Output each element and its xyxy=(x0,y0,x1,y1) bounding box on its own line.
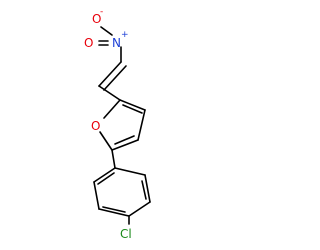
bond-n-o-single xyxy=(100,26,113,36)
bond-c5-o xyxy=(99,131,113,151)
nitro-nitrogen: N xyxy=(112,36,121,50)
bond-benzene-inner-b xyxy=(102,206,126,213)
chlorine: Cl xyxy=(120,227,132,241)
bond-benzene-5 xyxy=(93,181,100,210)
bond-benzene-6 xyxy=(93,167,116,183)
bond-benzene-1 xyxy=(114,167,146,176)
furan-oxygen: O xyxy=(91,119,100,133)
bond-furan-benzene xyxy=(111,149,116,169)
bond-benzene-3 xyxy=(128,201,151,217)
bond-c4-c5-inner xyxy=(114,135,135,145)
nitro-oxygen-charge: - xyxy=(100,7,103,17)
nitro-oxygen-charged: O xyxy=(92,12,101,26)
bond-vinyl-double-a xyxy=(98,61,122,87)
bond-c4-c5 xyxy=(111,139,139,151)
bond-c2-c3-inner xyxy=(122,104,143,114)
nitro-oxygen-double: O xyxy=(84,36,93,50)
bond-c2-c3 xyxy=(119,99,146,111)
bond-benzene-inner-c xyxy=(97,172,115,185)
nitro-nitrogen-charge: + xyxy=(121,30,129,40)
bond-benzene-4 xyxy=(98,208,130,217)
structure-diagram: O - O N + O Cl xyxy=(84,7,151,241)
bond-vinyl-double-b xyxy=(103,65,127,91)
bond-o-c2 xyxy=(103,99,121,119)
bond-vinyl-furan xyxy=(98,85,121,101)
bond-benzene-2 xyxy=(144,174,151,203)
bond-c3-c4 xyxy=(137,109,146,141)
bond-benzene-inner-a xyxy=(141,180,147,200)
